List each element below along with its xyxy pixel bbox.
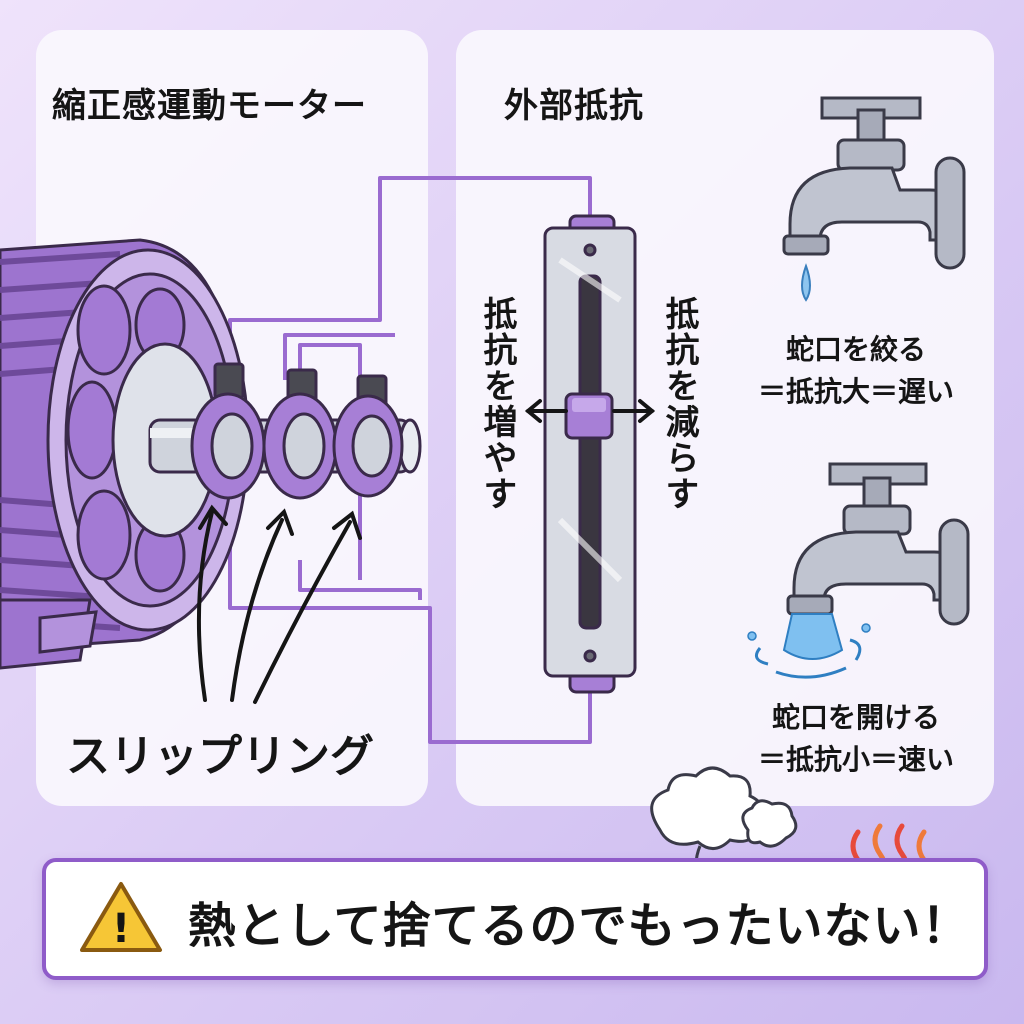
tap-open-caption-line2: ＝抵抗小＝速い bbox=[757, 743, 954, 776]
warning-icon: ! bbox=[80, 882, 162, 952]
resistor-title: 外部抵抗 bbox=[504, 86, 644, 126]
increase-resistance-label: 抵抗を増やす bbox=[477, 296, 517, 512]
tap-closed-caption-line1: 蛇口を絞る bbox=[785, 333, 926, 366]
slip-rings bbox=[190, 362, 404, 500]
warning-text: 熱として捨てるのでもったいない！ bbox=[188, 898, 971, 954]
slip-ring-2 bbox=[262, 368, 338, 500]
slip-ring-arrows bbox=[196, 504, 362, 704]
tap-open-caption-line1: 蛇口を開ける bbox=[771, 701, 940, 734]
tap-closed-icon bbox=[782, 96, 966, 302]
slip-ring-3 bbox=[332, 374, 404, 498]
tap-closed-caption-line2: ＝抵抗大＝遅い bbox=[757, 375, 954, 408]
resistor-slider bbox=[543, 214, 637, 694]
slider-arrows bbox=[524, 399, 656, 423]
tap-open-icon bbox=[747, 462, 970, 679]
slip-ring-1 bbox=[190, 362, 266, 500]
warning-banner: ! 熱として捨てるのでもったいない！ bbox=[42, 858, 988, 980]
slip-ring-label: スリップリング bbox=[66, 731, 374, 782]
motor-title: 縮正感運動モーター bbox=[52, 86, 367, 126]
decrease-resistance-label: 抵抗を減らす bbox=[659, 296, 699, 512]
warning-icon-glyph: ! bbox=[112, 906, 130, 952]
steam-cloud-icon bbox=[650, 766, 798, 891]
